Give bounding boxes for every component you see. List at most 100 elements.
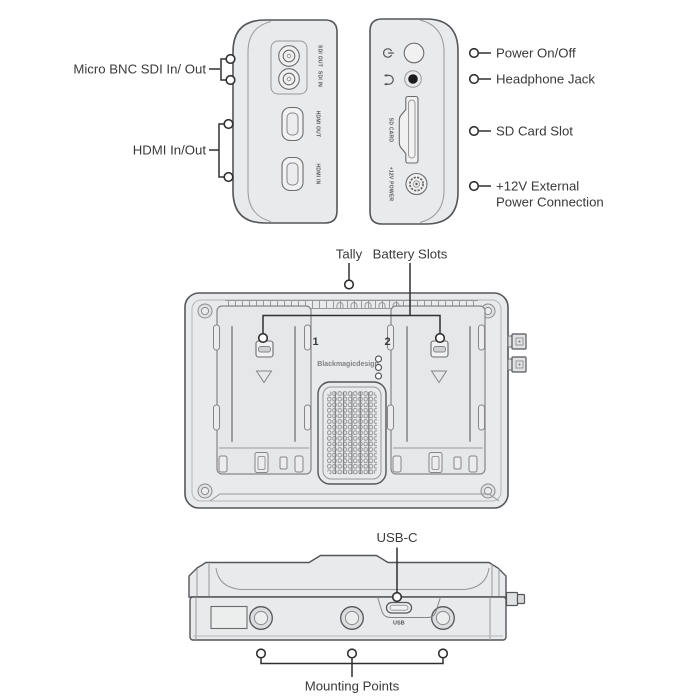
hdmi-in-port-label: HDMI IN	[315, 164, 321, 185]
grille-ribs	[334, 392, 370, 474]
callout-label: Battery Slots	[373, 247, 448, 262]
callout-label: Headphone Jack	[496, 72, 595, 87]
callout-marker	[437, 648, 449, 659]
sdi-out-bnc-connector	[278, 45, 300, 67]
battery-align-triangle	[430, 370, 448, 384]
callout-label: SD Card Slot	[496, 124, 573, 139]
callout-battery-slots: Battery Slots	[257, 247, 448, 344]
battery-slot-number-2: 2	[384, 336, 390, 348]
sd-slot-opening	[408, 99, 416, 159]
mounting-hole-2	[340, 606, 364, 630]
callout-label: Micro BNC SDI In/ Out	[73, 62, 206, 77]
callout-label-line1: +12V External	[496, 179, 579, 194]
callout-usb-c: USB-C	[376, 530, 418, 603]
sdi-connector-panel	[270, 40, 308, 95]
sdi-in-port-label: SDI IN	[317, 71, 323, 87]
sdi-in-bnc-connector	[278, 68, 300, 90]
usb-c-port: USB	[377, 596, 441, 627]
shell-curve-line	[215, 567, 490, 590]
bnc-center-pin	[286, 53, 292, 59]
screw	[480, 483, 496, 499]
callout-power-on-off: Power On/Off	[468, 46, 576, 61]
usb-recess	[377, 596, 441, 618]
rear-view: 1 2 Blackmagicdesign	[184, 247, 527, 509]
callout-12v-power: +12V External Power Connection	[468, 179, 604, 210]
callout-headphone-jack: Headphone Jack	[468, 72, 595, 87]
12v-power-port-label: +12V POWER	[388, 167, 394, 202]
rear-sdi-plug-top	[507, 333, 527, 350]
battery-latch-1	[255, 340, 274, 358]
callout-marker	[225, 53, 236, 65]
battery-slot-2-plate	[387, 305, 486, 475]
callout-marker	[434, 332, 446, 344]
bnc-inner-ring	[282, 72, 296, 86]
callout-marker	[468, 180, 480, 192]
power-connector-socket	[412, 180, 421, 188]
power-connector-collar	[408, 176, 424, 192]
power-button	[403, 42, 425, 64]
mounting-hole-1	[249, 606, 273, 630]
bnc-center-pin	[286, 76, 292, 82]
callout-marker	[346, 648, 358, 659]
screw	[197, 303, 213, 319]
callout-bracket	[260, 657, 444, 677]
plate-tab	[213, 404, 220, 431]
callout-marker	[468, 73, 480, 85]
bnc-inner-ring	[282, 49, 296, 63]
callout-marker	[223, 171, 234, 183]
12v-power-connector	[405, 172, 428, 196]
sd-card-slot	[398, 95, 419, 164]
callout-micro-bnc-sdi: Micro BNC SDI In/ Out	[73, 53, 236, 86]
callout-marker	[223, 118, 234, 130]
callout-marker	[468, 125, 480, 137]
bottom-view: USB USB-C Mounting Points	[188, 530, 526, 694]
hdmi-out-port-label: HDMI OUT	[315, 111, 321, 138]
headphone-icon	[384, 74, 394, 86]
hdmi-out-port	[281, 106, 304, 142]
battery-align-triangle	[255, 370, 273, 384]
rear-sdi-plug-bottom	[507, 356, 527, 373]
headphone-jack	[404, 70, 422, 88]
plate-tab	[387, 404, 394, 431]
plate-tab	[478, 324, 485, 351]
callout-label: USB-C	[376, 530, 418, 545]
right-side-bezel-line	[419, 19, 445, 223]
status-led	[374, 355, 383, 363]
callout-label: Mounting Points	[305, 679, 400, 694]
callout-mounting-points: Mounting Points	[255, 648, 449, 694]
vent-holes	[336, 302, 400, 308]
callout-hdmi: HDMI In/Out	[133, 118, 234, 183]
hdmi-in-port	[281, 156, 304, 192]
jack-hole	[408, 74, 418, 84]
left-side-bezel-line	[247, 21, 272, 222]
usb-c-connector-inner	[389, 604, 409, 611]
callout-bracket	[220, 58, 226, 81]
callout-label: Tally	[336, 247, 363, 262]
callout-bracket	[262, 263, 441, 334]
callout-label: HDMI In/Out	[133, 143, 207, 158]
plate-tab	[213, 324, 220, 351]
callout-bracket	[218, 123, 224, 178]
power-icon	[383, 48, 395, 58]
callout-marker	[391, 591, 403, 603]
right-side-view: SD CARD +12V POWER Power On/Off Headphon…	[369, 18, 604, 225]
screw	[197, 483, 213, 499]
callout-marker	[343, 279, 355, 290]
bottom-sdi-plug	[505, 591, 526, 607]
battery-slot-number-1: 1	[312, 336, 318, 348]
callout-label: Power On/Off	[496, 46, 576, 61]
plate-tab	[478, 404, 485, 431]
bottom-upper-shell	[188, 554, 507, 598]
hdmi-port-inner	[286, 162, 299, 186]
status-led	[374, 372, 383, 380]
sd-card-port-label: SD CARD	[388, 118, 394, 143]
plate-tab	[304, 324, 311, 351]
plate-tab	[387, 324, 394, 351]
label-plate	[210, 605, 248, 630]
callout-label-line2: Power Connection	[496, 195, 604, 210]
rear-bottom-bumper	[209, 493, 500, 502]
callout-marker	[255, 648, 267, 659]
battery-contacts-1	[218, 452, 304, 473]
